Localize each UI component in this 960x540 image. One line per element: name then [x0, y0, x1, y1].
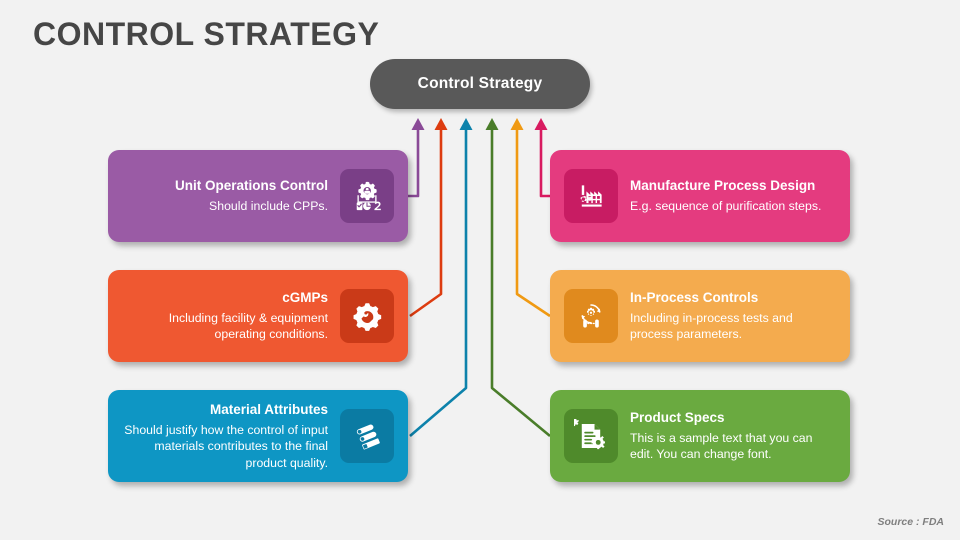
card-material-attributes[interactable]: Material Attributes Should justify how t…	[108, 390, 408, 482]
card-title: Material Attributes	[209, 401, 328, 417]
card-manufacture-process-design[interactable]: Manufacture Process Design E.g. sequence…	[550, 150, 850, 242]
card-description: Should include CPPs.	[209, 199, 328, 214]
connector-unit-operations-control	[408, 130, 420, 198]
arrowhead-material-attributes	[459, 118, 473, 130]
gear-wrench-icon	[340, 289, 394, 343]
card-text-block: Unit Operations Control Should include C…	[124, 177, 340, 214]
factory-icon	[564, 169, 618, 223]
gear-clipboard-icon	[340, 169, 394, 223]
card-text-block: Product Specs This is a sample text that…	[618, 409, 834, 463]
page-title: CONTROL STRATEGY	[33, 16, 380, 52]
card-title: cGMPs	[282, 290, 328, 305]
card-title: Unit Operations Control	[175, 178, 328, 194]
raw-materials-icon	[340, 409, 394, 463]
card-title: Manufacture Process Design	[630, 178, 816, 194]
card-description: E.g. sequence of purification steps.	[630, 199, 822, 214]
card-title: In-Process Controls	[630, 290, 759, 305]
card-cgmps[interactable]: cGMPs Including facility & equipment ope…	[108, 270, 408, 362]
hub-control-strategy[interactable]: Control Strategy	[370, 59, 590, 109]
card-in-process-controls[interactable]: In-Process Controls Including in-process…	[550, 270, 850, 362]
card-description: This is a sample text that you can edit.…	[630, 430, 813, 462]
arrowhead-in-process-controls	[510, 118, 524, 130]
connector-in-process-controls	[515, 130, 551, 318]
document-gear-icon	[564, 409, 618, 463]
arrowhead-manufacture-process-design	[534, 118, 548, 130]
card-text-block: In-Process Controls Including in-process…	[618, 289, 834, 343]
card-title: Product Specs	[630, 410, 725, 425]
arrowhead-unit-operations-control	[411, 118, 425, 130]
arrowhead-product-specs	[485, 118, 499, 130]
hub-label: Control Strategy	[417, 75, 543, 92]
card-text-block: Manufacture Process Design E.g. sequence…	[618, 177, 834, 214]
card-description: Including facility & equipment operating…	[168, 310, 328, 342]
card-text-block: Material Attributes Should justify how t…	[124, 401, 340, 472]
source-note: Source : FDA	[877, 516, 944, 528]
connector-product-specs	[490, 130, 551, 438]
card-unit-operations-control[interactable]: Unit Operations Control Should include C…	[108, 150, 408, 242]
connector-cgmps	[409, 130, 443, 318]
arrowhead-cgmps	[434, 118, 448, 130]
card-text-block: cGMPs Including facility & equipment ope…	[124, 289, 340, 343]
card-description: Including in-process tests and process p…	[630, 310, 793, 342]
process-cycle-icon	[564, 289, 618, 343]
card-product-specs[interactable]: Product Specs This is a sample text that…	[550, 390, 850, 482]
connector-material-attributes	[409, 130, 468, 437]
card-description: Should justify how the control of input …	[124, 422, 328, 470]
